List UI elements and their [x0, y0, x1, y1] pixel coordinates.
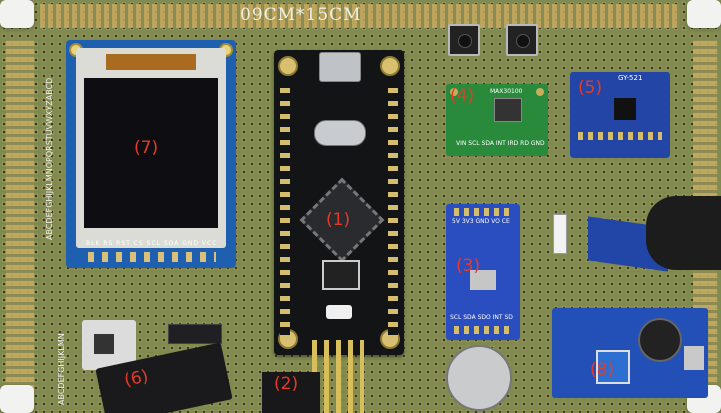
- module-label-7: (7): [134, 138, 159, 158]
- bme-bottom-pin-labels: SCL SDA SDO INT SD: [450, 314, 513, 321]
- tact-button: [448, 24, 480, 56]
- microcontroller-board: (1): [274, 50, 404, 355]
- reset-button: [326, 305, 352, 319]
- bme280-sensor-module: 5V 3V3 GND VO CE SCL SDA SDO INT SD (3): [446, 204, 520, 340]
- module-label-5: (5): [578, 78, 603, 98]
- max30100-sensor-module: MAX30100 VIN SCL SDA INT IRD RD GND (4): [446, 84, 548, 156]
- corner-standoff-top-right: [687, 0, 721, 28]
- mounting-hole: [450, 88, 458, 96]
- bme280-chip: [470, 270, 496, 290]
- bme-pin-header-top: [454, 208, 512, 216]
- max30100-silk: MAX30100: [490, 88, 523, 95]
- toggle-switch: [446, 345, 512, 411]
- module-label-3: (3): [456, 256, 481, 276]
- row-letters-upper: ABCDEFGHIJKLMNOPQRSTUVWXYZABCD: [45, 77, 54, 240]
- buzzer: [646, 196, 721, 270]
- board-size-label: 09CM*15CM: [240, 5, 362, 25]
- mpu6050-chip: [614, 98, 636, 120]
- mpu6050-module: GY-521 (5): [570, 72, 670, 158]
- left-solder-strip: [6, 40, 34, 390]
- mounting-hole: [380, 56, 400, 76]
- corner-standoff-top-left: [0, 0, 34, 28]
- slide-switch: [553, 214, 567, 254]
- max30100-chip: [494, 98, 522, 122]
- corner-standoff-bottom-left: [0, 385, 34, 413]
- tft-flex-cable: [106, 54, 196, 70]
- swd-header: [322, 260, 360, 290]
- module-label-8: (8): [590, 360, 615, 380]
- mounting-hole: [278, 56, 298, 76]
- crystal-oscillator: [314, 120, 366, 146]
- pin-header-right: [388, 80, 398, 340]
- top-solder-strip: [40, 4, 680, 28]
- mounting-hole: [536, 88, 544, 96]
- pin-header-left: [280, 80, 290, 340]
- module-label-6: (6): [122, 366, 151, 391]
- micro-usb-port: [684, 346, 704, 370]
- pin-header: [168, 324, 222, 344]
- usb-c-port: [319, 52, 361, 82]
- module-label-1: (1): [326, 210, 351, 230]
- tft-pin-labels: BLK RS RST CS SCL SDA GND VCC: [86, 240, 218, 247]
- module-label-2: (2): [274, 374, 299, 394]
- tft-screen: [84, 78, 218, 228]
- pin-module-2: (2): [262, 372, 320, 413]
- inductor: [638, 318, 682, 362]
- bme-pin-header-bottom: [454, 326, 512, 334]
- trimmer-potentiometer: [596, 350, 630, 384]
- mpu-pin-header: [578, 132, 662, 140]
- row-letters-lower: ABCDEFGHIJKLMN: [57, 333, 66, 405]
- bme-top-pin-labels: 5V 3V3 GND VO CE: [452, 218, 510, 225]
- yellow-pin-header: [312, 340, 364, 413]
- boost-converter-module: (8): [552, 308, 708, 398]
- module-label-4: (4): [450, 86, 475, 106]
- max30100-pin-labels: VIN SCL SDA INT IRD RD GND: [456, 140, 545, 147]
- tact-button: [506, 24, 538, 56]
- tft-frame: [76, 48, 226, 248]
- tft-pin-header: [88, 252, 216, 262]
- mpu-silk: GY-521: [618, 74, 643, 82]
- tft-display-module: BLK RS RST CS SCL SDA GND VCC (7): [66, 40, 236, 268]
